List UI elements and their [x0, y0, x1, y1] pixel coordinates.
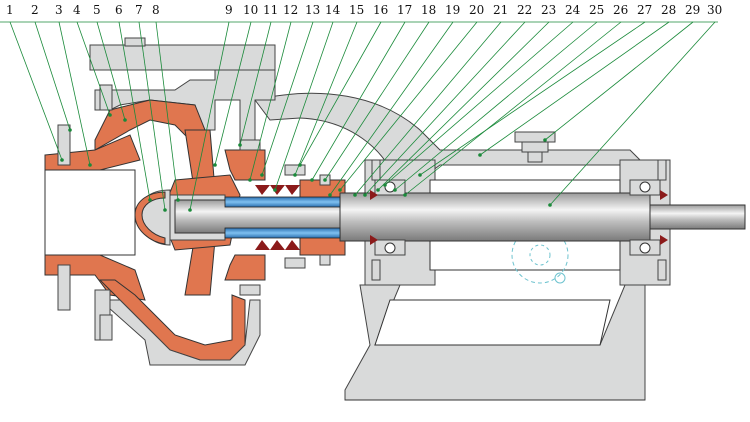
- leader-line-23: [377, 21, 550, 191]
- leader-dot-28: [478, 153, 482, 157]
- part-number-23: 23: [541, 3, 556, 17]
- leader-dot-11: [238, 143, 242, 147]
- leader-dot-2: [68, 128, 72, 132]
- leader-line-28: [479, 21, 670, 156]
- seal-chamber: [224, 139, 346, 296]
- part-number-18: 18: [421, 3, 436, 17]
- leader-line-11: [239, 21, 272, 146]
- leader-dot-19: [328, 193, 332, 197]
- part-number-29: 29: [685, 3, 700, 17]
- leader-dot-24: [383, 183, 387, 187]
- leader-line-26: [404, 21, 622, 196]
- leader-dot-25: [393, 188, 397, 192]
- leader-line-30: [549, 21, 716, 206]
- part-number-12: 12: [283, 3, 298, 17]
- bearings: [370, 159, 668, 281]
- leader-line-12: [249, 21, 292, 181]
- part-number-25: 25: [589, 3, 604, 17]
- leader-dot-1: [60, 158, 64, 162]
- part-number-4: 4: [73, 3, 81, 17]
- part-number-16: 16: [373, 3, 388, 17]
- leader-dot-7: [163, 208, 167, 212]
- leader-dot-4: [108, 113, 112, 117]
- pump-casing: [44, 37, 276, 366]
- leader-dot-5: [123, 118, 127, 122]
- part-number-9: 9: [225, 3, 233, 17]
- leader-dot-29: [543, 138, 547, 142]
- part-number-7: 7: [135, 3, 143, 17]
- leader-line-9: [189, 21, 230, 211]
- leader-dot-23: [376, 188, 380, 192]
- part-number-22: 22: [517, 3, 532, 17]
- part-number-26: 26: [613, 3, 628, 17]
- leader-dot-10: [213, 163, 217, 167]
- part-number-13: 13: [305, 3, 320, 17]
- leader-line-14: [274, 21, 334, 191]
- part-number-15: 15: [349, 3, 364, 17]
- leader-line-19: [329, 21, 454, 196]
- leader-line-6: [118, 21, 151, 201]
- leader-dot-21: [353, 193, 357, 197]
- leader-line-27: [419, 21, 646, 176]
- leader-line-16: [299, 21, 382, 166]
- part-number-6: 6: [115, 3, 123, 17]
- part-number-27: 27: [637, 3, 652, 17]
- leader-line-20: [339, 21, 478, 191]
- part-number-20: 20: [469, 3, 484, 17]
- part-number-21: 21: [493, 3, 508, 17]
- leader-dot-9: [188, 208, 192, 212]
- leader-line-7: [138, 21, 166, 211]
- leader-dot-17: [310, 178, 314, 182]
- leader-dot-14: [273, 188, 277, 192]
- leader-dot-30: [548, 203, 552, 207]
- leader-dot-13: [260, 173, 264, 177]
- part-number-2: 2: [31, 3, 39, 17]
- leader-dot-16: [298, 163, 302, 167]
- breather-cap: [514, 131, 556, 163]
- leader-dot-18: [323, 178, 327, 182]
- leader-dot-22: [363, 193, 367, 197]
- leader-line-24: [384, 21, 574, 186]
- leader-line-25: [394, 21, 598, 191]
- part-number-10: 10: [243, 3, 258, 17]
- part-number-17: 17: [397, 3, 412, 17]
- part-number-11: 11: [263, 3, 278, 17]
- leader-line-3: [58, 21, 91, 166]
- leader-line-10: [214, 21, 252, 166]
- part-number-28: 28: [661, 3, 676, 17]
- part-number-3: 3: [55, 3, 63, 17]
- part-number-30: 30: [707, 3, 722, 17]
- leader-dot-12: [248, 178, 252, 182]
- leader-dot-8: [176, 198, 180, 202]
- pump-shaft: [174, 192, 746, 242]
- leader-line-5: [96, 21, 126, 121]
- part-number-14: 14: [325, 3, 341, 17]
- part-number-19: 19: [445, 3, 460, 17]
- leader-line-22: [364, 21, 526, 196]
- leader-dot-27: [418, 173, 422, 177]
- leader-dot-15: [293, 173, 297, 177]
- leader-dot-26: [403, 193, 407, 197]
- leader-dot-3: [88, 163, 92, 167]
- leader-line-8: [155, 21, 179, 201]
- leader-line-17: [311, 21, 406, 181]
- part-number-8: 8: [152, 3, 160, 17]
- leader-line-21: [354, 21, 502, 196]
- leader-line-1: [9, 21, 63, 161]
- leader-dot-20: [338, 188, 342, 192]
- leader-line-4: [76, 21, 111, 116]
- leader-line-18: [324, 21, 430, 181]
- part-number-24: 24: [565, 3, 581, 17]
- leader-line-13: [261, 21, 314, 176]
- part-number-5: 5: [93, 3, 101, 17]
- leader-dot-6: [148, 198, 152, 202]
- leader-line-2: [34, 21, 71, 131]
- hidden-circle: [511, 226, 569, 284]
- leader-line-29: [544, 21, 694, 141]
- part-number-1: 1: [6, 3, 14, 17]
- leader-line-15: [294, 21, 358, 176]
